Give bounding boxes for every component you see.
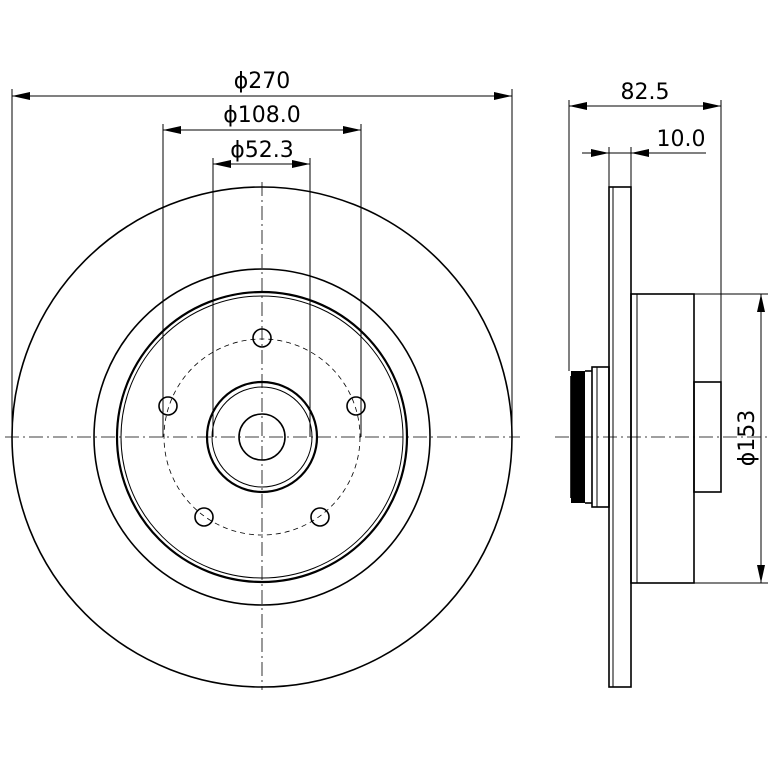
dim-outer-diameter: ϕ270 xyxy=(11,69,513,437)
arrowhead-left xyxy=(591,149,609,157)
hat-step-edge xyxy=(120,295,404,579)
front-view xyxy=(5,182,520,690)
hat-diameter-label: ϕ153 xyxy=(735,410,760,467)
arrowhead-left xyxy=(213,160,231,168)
dim-hat-diameter: ϕ153 xyxy=(694,293,768,584)
side-view xyxy=(555,186,768,688)
arrowhead-right xyxy=(343,126,361,134)
arrowhead-right xyxy=(494,92,512,100)
bolt-circle xyxy=(163,338,361,536)
center-bore-diameter-label: ϕ52.3 xyxy=(230,138,294,163)
dim-bolt-circle-diameter: ϕ108.0 xyxy=(162,103,362,437)
dim-disc-thickness: 10.0 xyxy=(582,127,706,187)
arrowhead-left xyxy=(569,102,587,110)
arrowhead-right xyxy=(703,102,721,110)
arrowhead-right xyxy=(292,160,310,168)
bolt-hole-4 xyxy=(194,507,214,527)
abs-ring-profile xyxy=(571,371,585,503)
bolt-hole-5 xyxy=(158,396,178,416)
dim-overall-height: 82.5 xyxy=(568,80,722,382)
arrowhead-left xyxy=(163,126,181,134)
bolt-circle-diameter-label: ϕ108.0 xyxy=(223,103,301,128)
disc-thickness-label: 10.0 xyxy=(657,127,706,152)
arrowhead-bottom xyxy=(757,565,765,583)
center-bore xyxy=(238,413,286,461)
arrowhead-top xyxy=(757,294,765,312)
bolt-hole-3 xyxy=(310,507,330,527)
dim-center-bore-diameter: ϕ52.3 xyxy=(212,138,311,437)
hub-chamfer-edge xyxy=(211,386,313,488)
arrowhead-right xyxy=(631,149,649,157)
bolt-hole-1 xyxy=(252,328,272,348)
hub-outer-edge xyxy=(205,380,319,494)
outer-diameter-label: ϕ270 xyxy=(234,69,291,94)
arrowhead-left xyxy=(12,92,30,100)
hub-spigot-profile xyxy=(693,381,722,493)
hat-profile xyxy=(630,293,695,584)
friction-ring-inner-edge xyxy=(93,268,431,606)
bearing-housing-profile xyxy=(591,366,610,508)
overall-height-label: 82.5 xyxy=(621,80,670,105)
bolt-hole-2 xyxy=(346,396,366,416)
hat-outer-edge xyxy=(115,290,409,584)
